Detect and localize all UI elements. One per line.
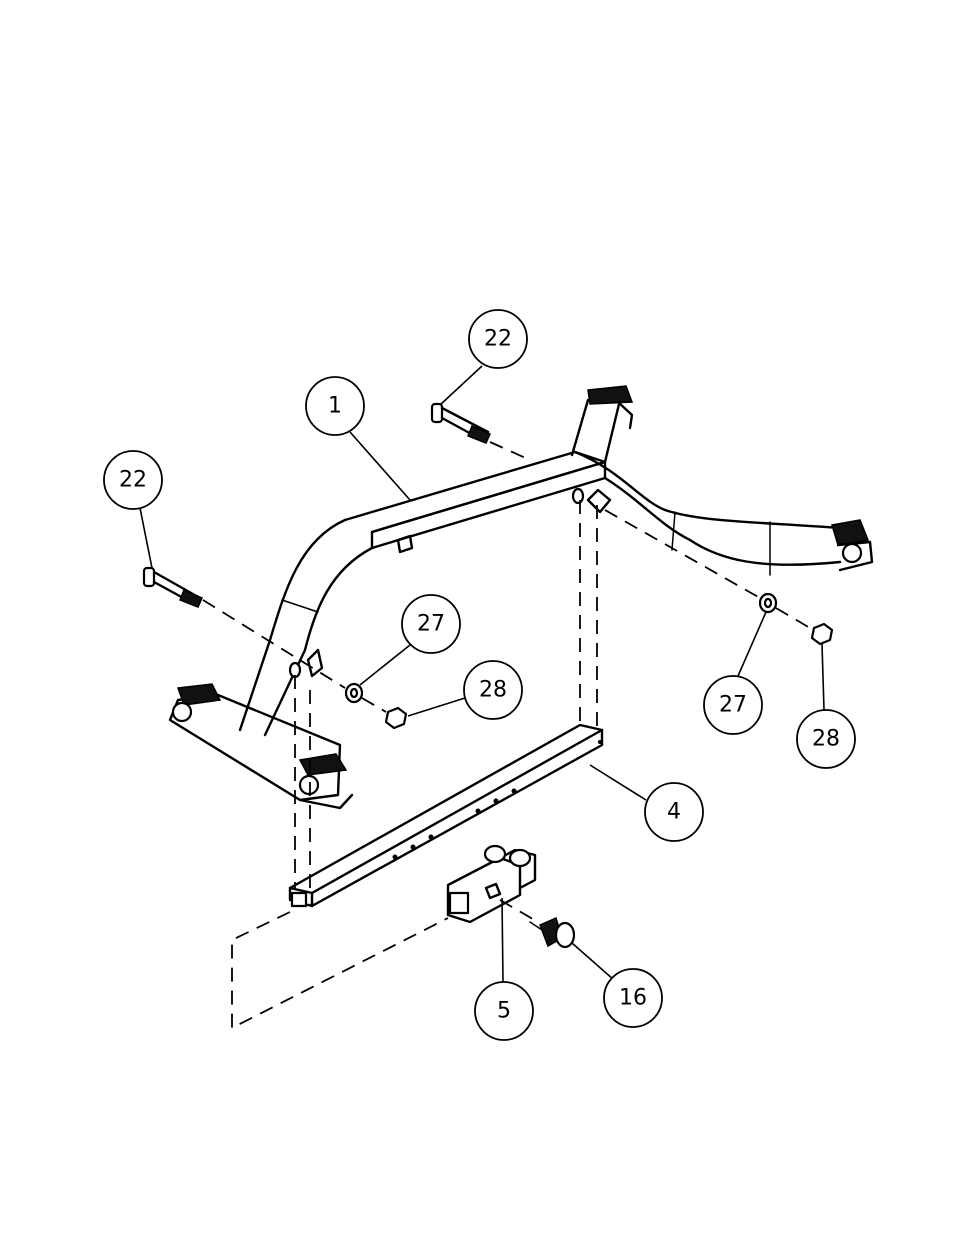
callout-27-left-label: 27	[417, 612, 445, 637]
callout-4-label: 4	[667, 800, 681, 825]
callout-16-label: 16	[619, 986, 647, 1011]
washer-left-27	[346, 684, 362, 702]
callout-22-right-label: 22	[484, 327, 512, 352]
callout-28-right-label: 28	[812, 727, 840, 752]
callout-27-right-label: 27	[719, 693, 747, 718]
washer-right-27	[760, 594, 776, 612]
bar-part-4	[290, 725, 602, 907]
callout-22-left-label: 22	[119, 468, 147, 493]
assembly-lines	[203, 442, 810, 1028]
bolt-right-22	[432, 404, 490, 443]
callouts: 1 22 22 27 28 27 28 4 5 16	[104, 310, 855, 1040]
callout-1-label: 1	[328, 394, 342, 419]
callout-28-left-label: 28	[479, 678, 507, 703]
bracket-part-5	[448, 846, 535, 922]
nut-right-28	[812, 624, 832, 644]
bolt-left-22	[144, 568, 202, 607]
knob-16	[530, 918, 574, 947]
nut-left-28	[386, 708, 406, 728]
callout-5-label: 5	[497, 999, 511, 1024]
